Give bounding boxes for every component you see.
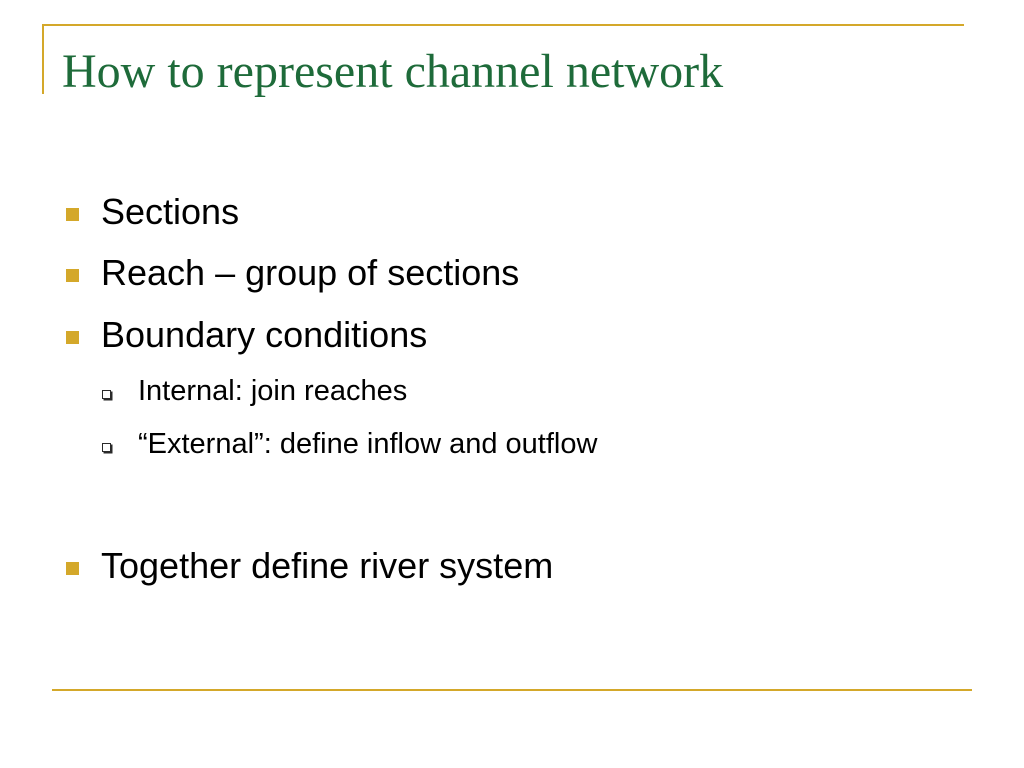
hollow-square-bullet-icon xyxy=(102,390,111,399)
gold-square-bullet-icon xyxy=(66,562,79,575)
gold-square-bullet-icon xyxy=(66,331,79,344)
bullet-item: Sections xyxy=(101,191,240,232)
gold-square-bullet-icon xyxy=(66,269,79,282)
sub-bullet-item: “External”: define inflow and outflow xyxy=(138,428,598,460)
left-accent-line xyxy=(42,24,44,94)
slide-title: How to represent channel network xyxy=(62,45,724,98)
bullet-item: Together define river system xyxy=(101,545,554,586)
bottom-accent-line xyxy=(52,689,972,691)
sub-bullet-item: Internal: join reaches xyxy=(138,375,408,407)
bullet-item: Reach – group of sections xyxy=(101,252,520,293)
bullet-item: Boundary conditions xyxy=(101,314,428,355)
hollow-square-bullet-icon xyxy=(102,443,111,452)
top-accent-line xyxy=(42,24,964,26)
gold-square-bullet-icon xyxy=(66,208,79,221)
